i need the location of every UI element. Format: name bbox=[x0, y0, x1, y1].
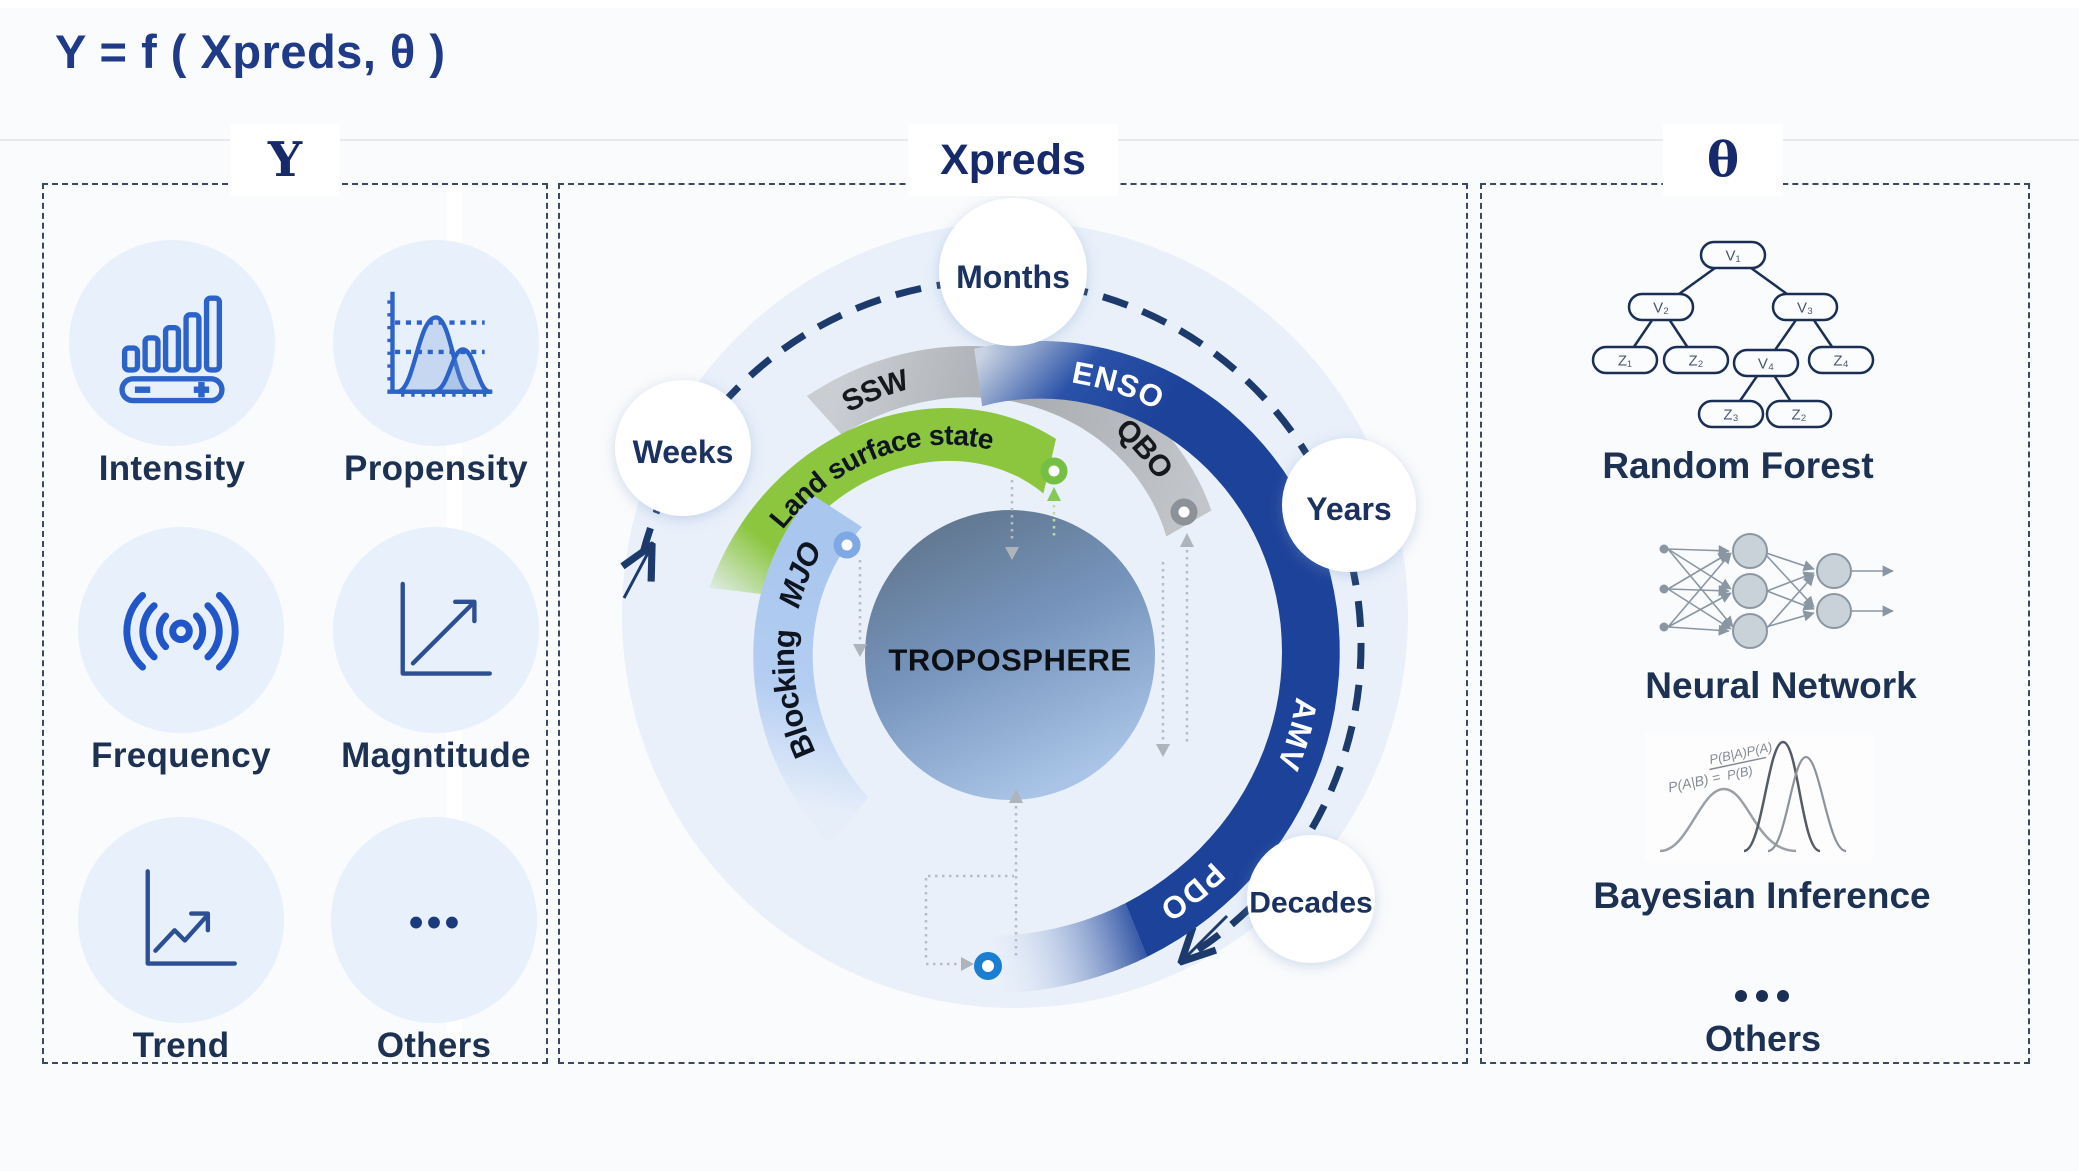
panel-y-header: Y bbox=[230, 124, 340, 196]
y-item-label: Trend bbox=[132, 1026, 230, 1065]
y-item-frequency: Frequency bbox=[71, 527, 291, 776]
trend-line-icon bbox=[78, 817, 284, 1023]
y-item-propensity: Propensity bbox=[326, 240, 546, 489]
y-item-label: Frequency bbox=[91, 736, 271, 775]
y-item-label: Propensity bbox=[344, 449, 528, 488]
top-strip bbox=[0, 0, 2079, 8]
y-item-trend: Trend bbox=[71, 817, 291, 1066]
distribution-icon bbox=[333, 240, 539, 446]
y-item-label: Magntitude bbox=[341, 736, 531, 775]
panel-theta-header: θ bbox=[1663, 124, 1783, 196]
bar-scale-icon bbox=[69, 240, 275, 446]
axis-arrow-icon bbox=[333, 527, 539, 733]
figure-title: Y = f ( Xpreds, θ ) bbox=[55, 25, 446, 78]
y-item-magntitude: Magntitude bbox=[326, 527, 546, 776]
y-item-label: Others bbox=[376, 1026, 492, 1065]
y-item-label: Intensity bbox=[98, 449, 246, 488]
panel-xpreds bbox=[558, 183, 1468, 1064]
y-item-intensity: Intensity bbox=[62, 240, 282, 489]
ellipsis-icon bbox=[331, 817, 537, 1023]
panel-xpreds-header: Xpreds bbox=[908, 124, 1118, 196]
signal-waves-icon bbox=[78, 527, 284, 733]
y-item-others: Others bbox=[324, 817, 544, 1066]
panel-theta bbox=[1480, 183, 2030, 1064]
